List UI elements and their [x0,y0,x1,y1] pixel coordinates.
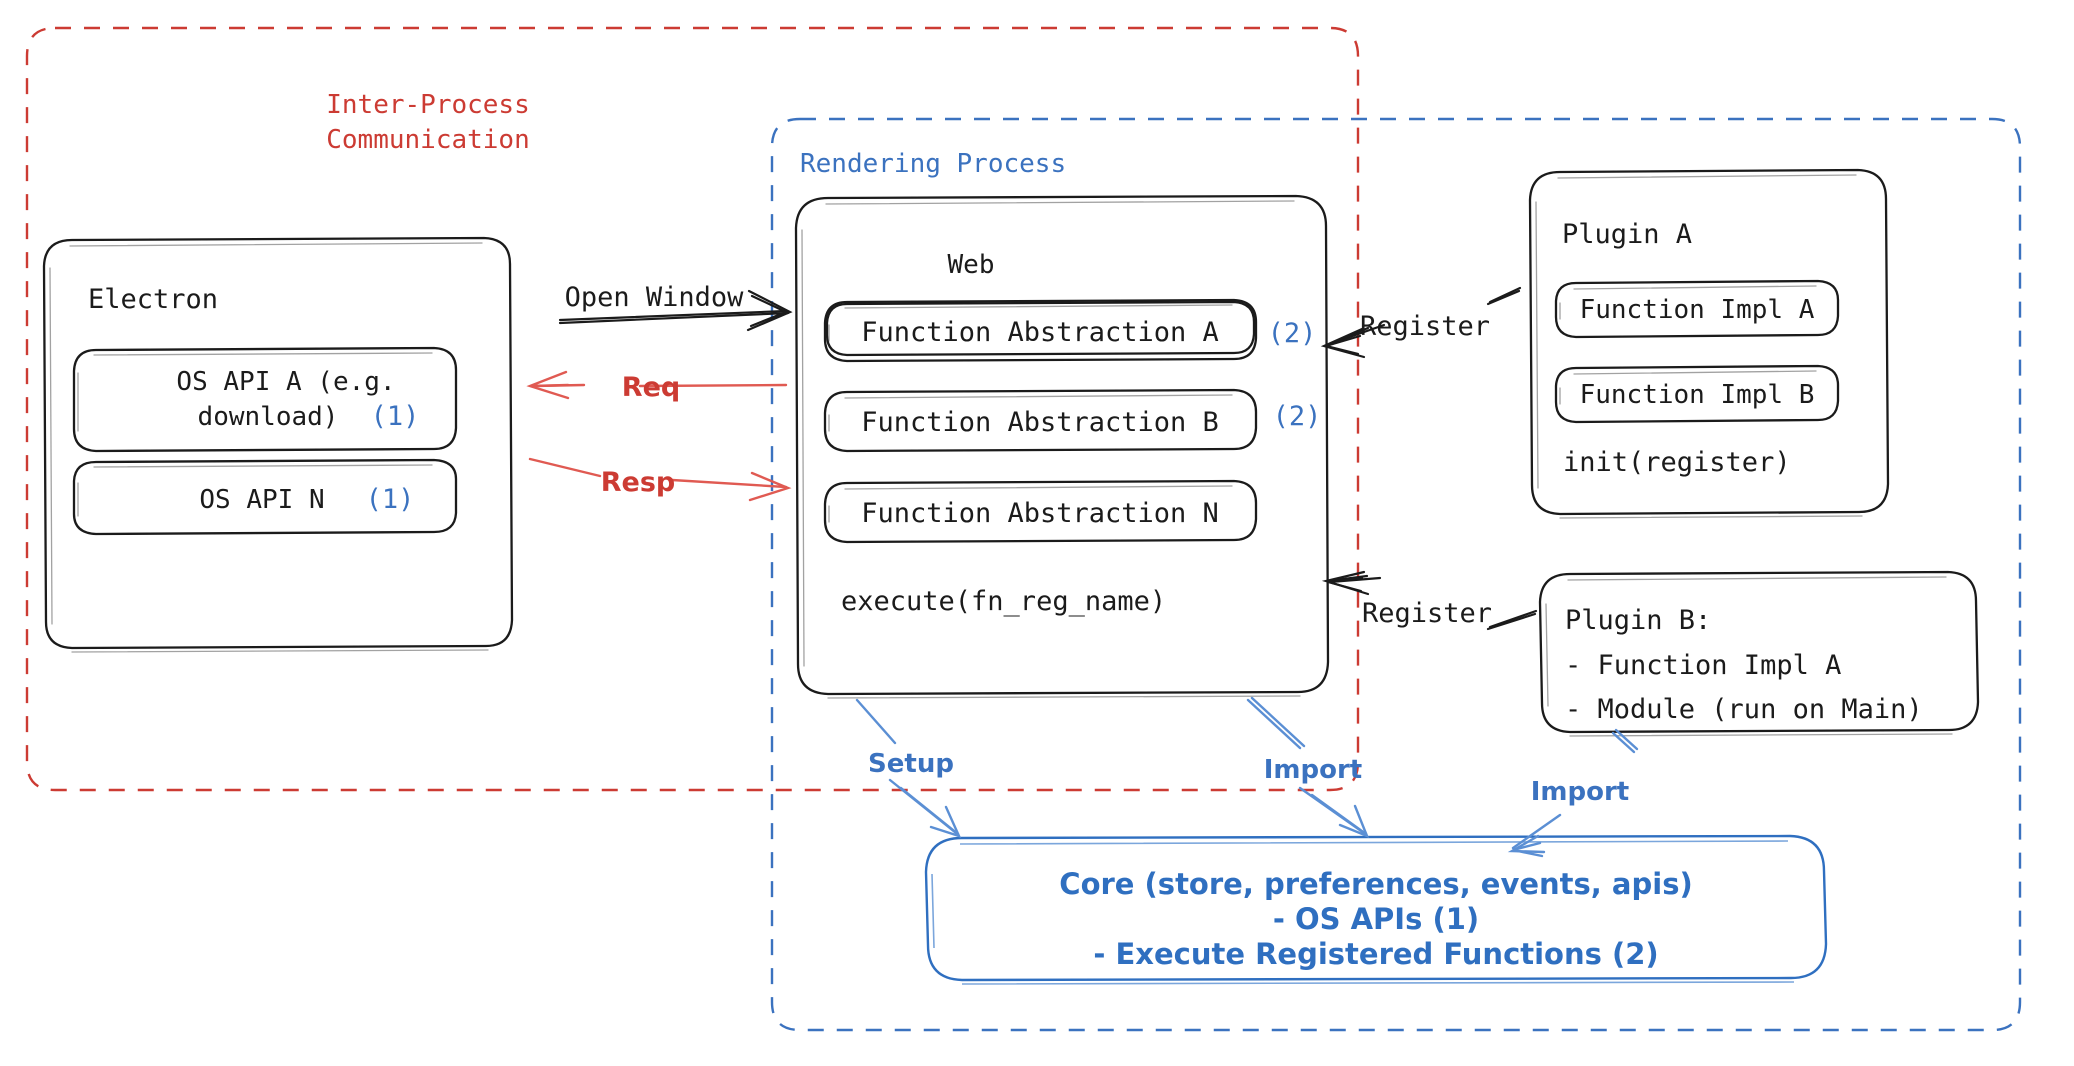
plugin-b-item-2: - Module (run on Main) [1565,694,1923,725]
core-line-2: - OS APIs (1) [1273,902,1479,936]
arrow-open-window [558,289,793,332]
function-impl-b-label: Function Impl B [1580,380,1815,410]
arrow-label-register-bottom: Register [1362,598,1492,629]
web-execute-label: execute(fn_reg_name) [841,586,1166,617]
arrow-register-bottom [1321,570,1538,631]
function-abstraction-b-label: Function Abstraction B [861,407,1219,438]
electron-title: Electron [88,284,218,315]
function-abstraction-b-badge: (2) [1273,401,1322,432]
arrow-label-req: Req [622,372,680,403]
arrow-label-open-window: Open Window [565,282,745,313]
core-line-3: - Execute Registered Functions (2) [1093,937,1658,971]
arrow-req [526,370,788,400]
arrow-import-web [1246,696,1370,839]
web-box [794,194,1330,699]
ipc-label-line2: Communication [326,125,530,155]
arrow-label-register-top: Register [1360,311,1490,342]
function-impl-a-box [1554,279,1840,339]
ipc-label-line1: Inter-Process [326,90,530,120]
arrow-label-resp: Resp [601,467,676,498]
function-abstraction-n-box [823,479,1258,544]
rendering-process-boundary [770,117,2022,1032]
os-api-n-badge: (1) [366,484,415,515]
function-abstraction-a-box [823,298,1258,363]
os-api-a-label-line2: download) [198,402,339,432]
plugin-b-item-1: - Function Impl A [1565,650,1841,681]
function-abstraction-n-label: Function Abstraction N [861,498,1219,529]
arrow-label-setup: Setup [868,749,954,779]
plugin-b-box [1538,570,1980,737]
os-api-a-box [72,346,458,453]
function-impl-a-label: Function Impl A [1580,295,1815,325]
plugin-a-title: Plugin A [1562,219,1692,250]
function-abstraction-a-label: Function Abstraction A [861,317,1219,348]
core-box [924,834,1828,985]
arrow-resp [528,457,792,502]
function-impl-b-box [1554,364,1840,424]
web-title: Web [948,250,995,280]
electron-box [42,236,514,653]
plugin-a-init-label: init(register) [1563,447,1791,478]
core-line-1: Core (store, preferences, events, apis) [1059,867,1692,901]
rendering-process-label: Rendering Process [800,149,1066,179]
arrow-label-import-plugin-b: Import [1531,777,1630,807]
arrow-setup [855,698,962,838]
ipc-boundary [25,26,1360,792]
os-api-n-box [72,458,458,536]
os-api-n-label: OS API N [199,485,324,515]
os-api-a-label-line1: OS API A (e.g. [176,367,395,397]
os-api-a-badge: (1) [371,401,420,432]
arrow-register-top [1320,286,1522,359]
arrow-label-import-web: Import [1264,755,1363,785]
arrow-import-plugin-b [1507,728,1639,858]
function-abstraction-b-box [823,388,1258,453]
function-abstraction-a-badge: (2) [1268,318,1317,349]
plugin-a-box [1528,168,1890,519]
plugin-b-title: Plugin B: [1565,605,1711,636]
